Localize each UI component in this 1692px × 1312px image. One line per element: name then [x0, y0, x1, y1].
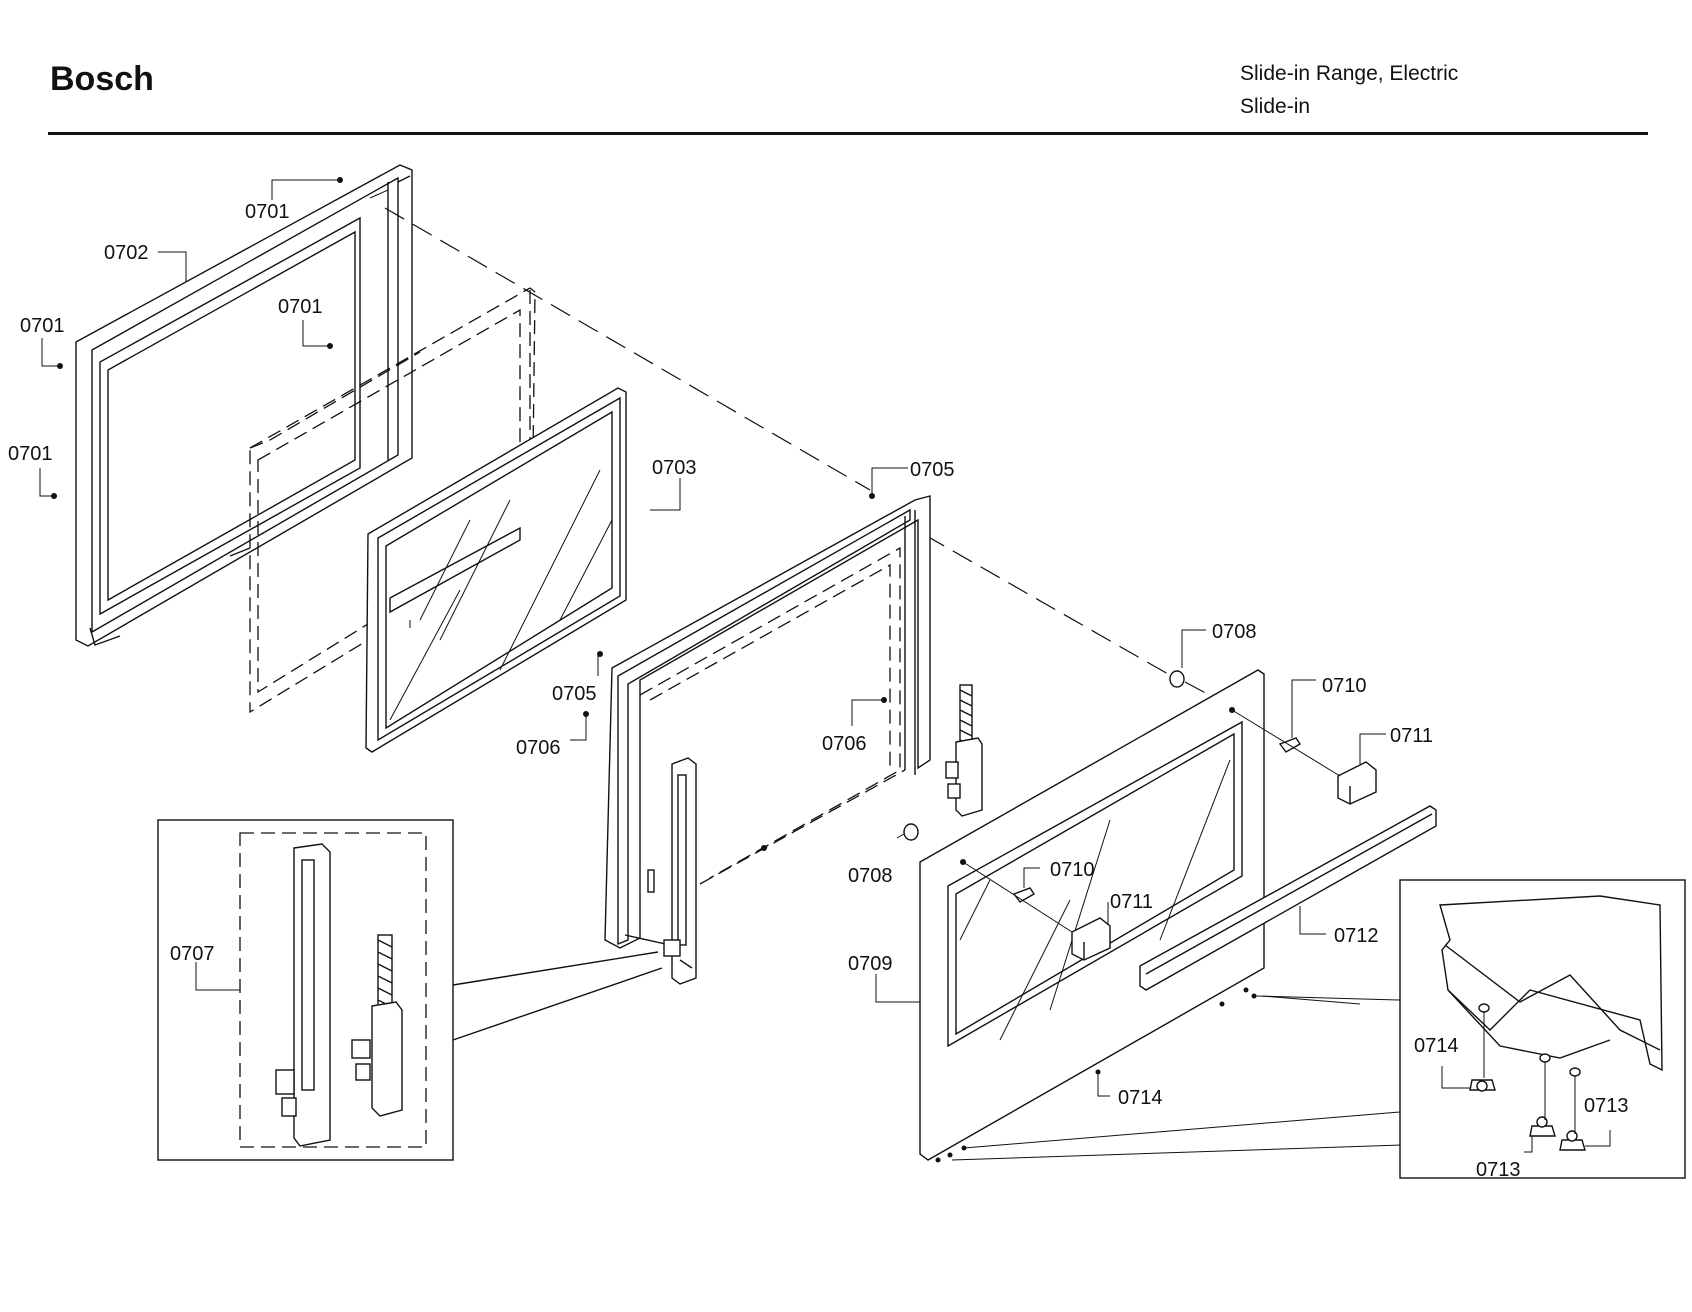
- callout-0710-top: 0710: [1322, 675, 1367, 697]
- callout-0707: 0707: [170, 943, 215, 965]
- callout-labels: 0701 0702 0701 0701 0701 0703 0705 0705 …: [8, 201, 1629, 1181]
- callout-0713-bottom: 0713: [1476, 1159, 1521, 1181]
- left-door-hinge: [663, 757, 697, 985]
- inner-door-frame: [604, 495, 931, 949]
- callout-0714: 0714: [1118, 1087, 1163, 1109]
- callout-0708-bottom: 0708: [848, 865, 893, 887]
- callout-0705-left: 0705: [552, 683, 597, 705]
- hinge-kit-inset: [157, 819, 663, 1161]
- callout-0708-top: 0708: [1212, 621, 1257, 643]
- callout-0701-left-top: 0701: [20, 315, 65, 337]
- header-rule: [48, 132, 1648, 135]
- callout-0714-inset: 0714: [1414, 1035, 1459, 1057]
- right-door-hinge: [945, 684, 983, 817]
- outer-door-assembly: [919, 669, 1437, 1163]
- product-subtitle: Slide-in: [1240, 95, 1311, 118]
- callout-0713-right: 0713: [1584, 1095, 1629, 1117]
- callout-0711-top: 0711: [1390, 725, 1433, 747]
- product-title: Slide-in Range, Electric: [1240, 62, 1459, 85]
- callout-0701-mid: 0701: [278, 296, 323, 318]
- outer-door-panel: [75, 164, 413, 647]
- callout-0701-left-bottom: 0701: [8, 443, 53, 465]
- inner-glass-panel: [365, 387, 627, 753]
- handle-support-top: [1337, 761, 1377, 805]
- callout-0703: 0703: [652, 457, 697, 479]
- callout-0711-bottom: 0711: [1110, 891, 1153, 913]
- leader-lines: [39, 177, 1611, 1153]
- callout-0712: 0712: [1334, 925, 1379, 947]
- brand-title: Bosch: [50, 60, 154, 98]
- dashed-intermediate-panel: [249, 287, 536, 714]
- callout-0710-bottom: 0710: [1050, 859, 1095, 881]
- callout-0701-top: 0701: [245, 201, 290, 223]
- handle-support-bottom: [1071, 917, 1111, 961]
- callout-0702: 0702: [104, 242, 149, 264]
- bushing-top: [1169, 670, 1185, 688]
- callout-0709: 0709: [848, 953, 893, 975]
- callout-0706-right: 0706: [822, 733, 867, 755]
- bushing-bottom: [903, 823, 919, 841]
- callout-0706-left: 0706: [516, 737, 561, 759]
- callout-0705-top: 0705: [910, 459, 955, 481]
- detail-inset: [951, 879, 1686, 1179]
